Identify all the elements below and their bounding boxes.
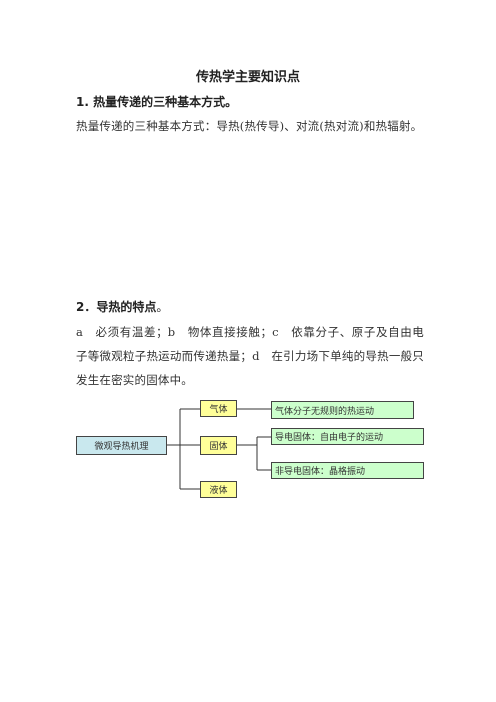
section-2-heading-tail: 。 — [156, 300, 169, 314]
gas-node-box: 气体 — [200, 400, 237, 417]
nonconductor-description-box: 非导电固体：晶格振动 — [271, 462, 424, 479]
liquid-node-box: 液体 — [200, 481, 237, 498]
solid-node-box: 固体 — [200, 436, 237, 455]
section-1-heading: 1. 热量传递的三种基本方式。 — [76, 95, 238, 109]
page-title: 传热学主要知识点 — [195, 70, 300, 85]
root-node-box: 微观导热机理 — [76, 436, 167, 455]
section-2-heading-main: 2．导热的特点 — [76, 300, 157, 314]
section-2-heading: 2．导热的特点。 — [76, 298, 168, 315]
section-1-text: 热量传递的三种基本方式：导热(热传导)、对流(热对流)和热辐射。 — [76, 119, 423, 133]
gas-description-box: 气体分子无规则的热运动 — [271, 401, 414, 419]
section-2-text: a 必须有温差；b 物体直接接触；c 依靠分子、原子及自由电子等微观粒子热运动而… — [76, 325, 424, 387]
conductor-description-box: 导电固体：自由电子的运动 — [271, 428, 424, 445]
